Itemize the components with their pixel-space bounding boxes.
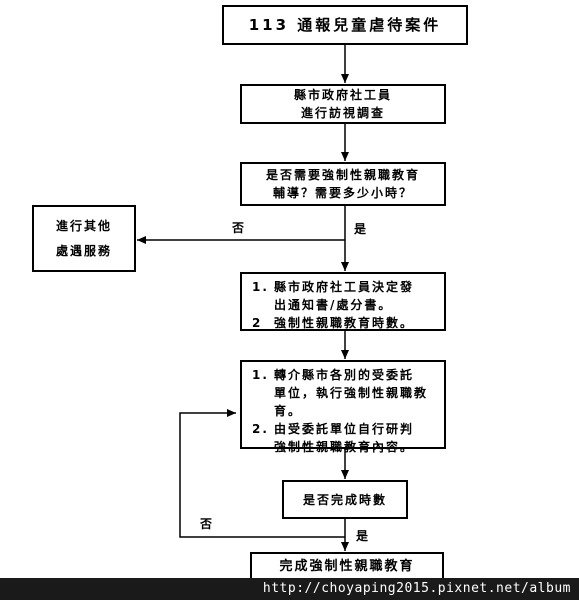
label-yes-done: 是 — [356, 529, 369, 543]
notice-item-1: 1. 縣市政府社工員決定發 出通知書/處分書。 — [252, 278, 436, 314]
other-line-2: 處遇服務 — [55, 244, 112, 259]
referral-item-2-text: 由受委託單位自行研判 強制性親職教育內容。 — [274, 420, 436, 456]
referral-item-1-line-2: 單位，執行強制性親職教 — [274, 386, 429, 400]
referral-item-1-line-3: 育。 — [274, 404, 303, 418]
label-no-loop: 否 — [200, 517, 213, 531]
watermark-bar: http://choyaping2015.pixnet.net/album — [0, 578, 579, 600]
referral-item-2: 2. 由受委託單位自行研判 強制性親職教育內容。 — [252, 420, 436, 456]
referral-item-1-text: 轉介縣市各別的受委託 單位，執行強制性親職教 育。 — [274, 366, 436, 420]
notice-item-2-number: 2 — [252, 316, 263, 330]
visit-box: 縣市政府社工員 進行訪視調查 — [240, 84, 446, 124]
notice-item-2: 2 強制性親職教育時數。 — [252, 314, 436, 332]
decision-line-1: 是否需要強制性親職教育 — [265, 168, 420, 182]
check-hours-text: 是否完成時數 — [302, 492, 387, 507]
start-box: 113 通報兒童虐待案件 — [222, 5, 468, 45]
decision-box: 是否需要強制性親職教育 輔導？需要多少小時？ — [240, 162, 446, 206]
notice-item-2-line-1: 強制性親職教育時數。 — [274, 316, 415, 330]
watermark-url: http://choyaping2015.pixnet.net/album — [262, 581, 571, 596]
visit-line-1: 縣市政府社工員 — [293, 88, 392, 102]
referral-item-1-line-1: 轉介縣市各別的受委託 — [274, 368, 415, 382]
referral-item-2-line-2: 強制性親職教育內容。 — [274, 440, 415, 454]
referral-item-2-line-1: 由受委託單位自行研判 — [274, 422, 415, 436]
referral-item-1: 1. 轉介縣市各別的受委託 單位，執行強制性親職教 育。 — [252, 366, 436, 420]
other-services-box: 進行其他 處遇服務 — [32, 205, 136, 272]
start-text: 113 通報兒童虐待案件 — [248, 16, 442, 34]
referral-box: 1. 轉介縣市各別的受委託 單位，執行強制性親職教 育。 2. 由受委託單位自行… — [240, 360, 446, 454]
label-no-other-services: 否 — [232, 221, 245, 235]
loop-back-arrow — [179, 409, 345, 538]
notice-item-1-text: 縣市政府社工員決定發 出通知書/處分書。 — [274, 278, 436, 314]
referral-item-2-number: 2. — [252, 422, 269, 436]
notice-item-1-line-2: 出通知書/處分書。 — [274, 298, 393, 312]
notice-box: 1. 縣市政府社工員決定發 出通知書/處分書。 2 強制性親職教育時數。 — [240, 272, 446, 331]
check-hours-box: 是否完成時數 — [282, 480, 408, 519]
notice-item-1-number: 1. — [252, 280, 269, 294]
other-line-1: 進行其他 — [55, 218, 112, 233]
referral-item-1-number: 1. — [252, 368, 269, 382]
visit-line-2: 進行訪視調查 — [300, 106, 385, 120]
label-yes-decision: 是 — [354, 222, 367, 236]
notice-item-1-line-1: 縣市政府社工員決定發 — [274, 280, 415, 294]
done-text: 完成強制性親職教育 — [279, 559, 415, 574]
decision-line-2: 輔導？需要多少小時？ — [272, 186, 413, 200]
